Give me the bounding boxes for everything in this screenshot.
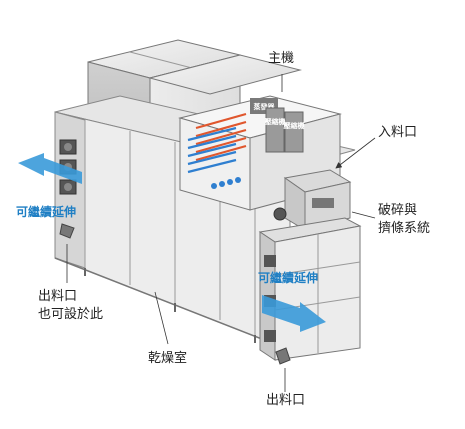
extend-arrow-right [262, 295, 326, 332]
label-extend-left: 可繼續延伸 [16, 204, 76, 219]
leader-lines [66, 74, 376, 392]
label-inlet: 入料口 [378, 125, 417, 140]
label-drying-room: 乾燥室 [148, 350, 187, 366]
condenser-coil [195, 112, 247, 162]
svg-text:壓縮機: 壓縮機 [264, 117, 286, 126]
roof-unit-right [148, 54, 302, 95]
svg-text:蒸發器: 蒸發器 [254, 102, 276, 111]
label-crusher-line1: 破碎與 [378, 203, 417, 218]
svg-text:壓縮機: 壓縮機 [283, 121, 305, 130]
compressor-block: 壓縮機 壓縮機 [264, 107, 305, 153]
evaporator-coil [187, 126, 237, 174]
label-crusher-line2: 擠條系統 [378, 220, 430, 236]
crusher-extruder [273, 169, 352, 231]
label-main-unit: 主機 [268, 51, 294, 66]
label-outlet-alt-line2: 也可設於此 [38, 306, 103, 322]
label-extend-right: 可繼續延伸 [258, 270, 318, 285]
extend-arrow-left [18, 153, 82, 184]
label-outlet: 出料口 [266, 393, 305, 408]
fan-row [211, 177, 241, 189]
label-outlet-alt-line1: 出料口 [38, 289, 77, 304]
right-outlet-cabinet [258, 217, 362, 365]
